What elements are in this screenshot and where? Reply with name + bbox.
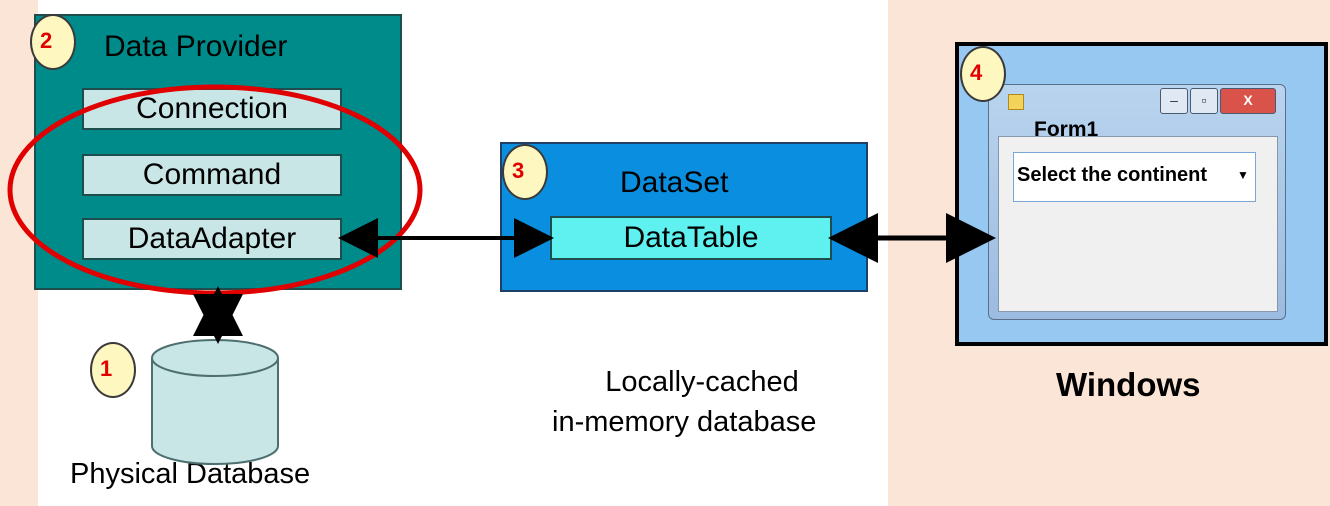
dataset-title: DataSet — [620, 166, 729, 199]
form-title: Form1 — [1034, 118, 1099, 141]
dataset-caption-line2: in-memory database — [552, 406, 817, 438]
badge-4: 4 — [960, 46, 1006, 102]
badge-3: 3 — [502, 144, 548, 200]
close-button[interactable]: X — [1220, 88, 1276, 114]
continent-combobox[interactable] — [1013, 152, 1256, 202]
windows-label: Windows — [1056, 366, 1201, 403]
dataset-caption-line1: Locally-cached — [605, 366, 799, 398]
command-component: Command — [82, 154, 342, 196]
minimize-button[interactable]: – — [1160, 88, 1188, 114]
badge-1: 1 — [90, 342, 136, 398]
dataadapter-component: DataAdapter — [82, 218, 342, 260]
highlight-ellipse — [7, 84, 423, 296]
datatable-component: DataTable — [550, 216, 832, 260]
dropdown-arrow-icon[interactable]: ▼ — [1237, 168, 1249, 182]
badge-2: 2 — [30, 14, 76, 70]
form-icon — [1008, 94, 1024, 110]
maximize-button[interactable]: ▫ — [1190, 88, 1218, 114]
data-provider-title: Data Provider — [104, 30, 288, 63]
database-cylinder-icon — [151, 339, 279, 465]
continent-combobox-text: Select the continent — [1017, 164, 1208, 186]
